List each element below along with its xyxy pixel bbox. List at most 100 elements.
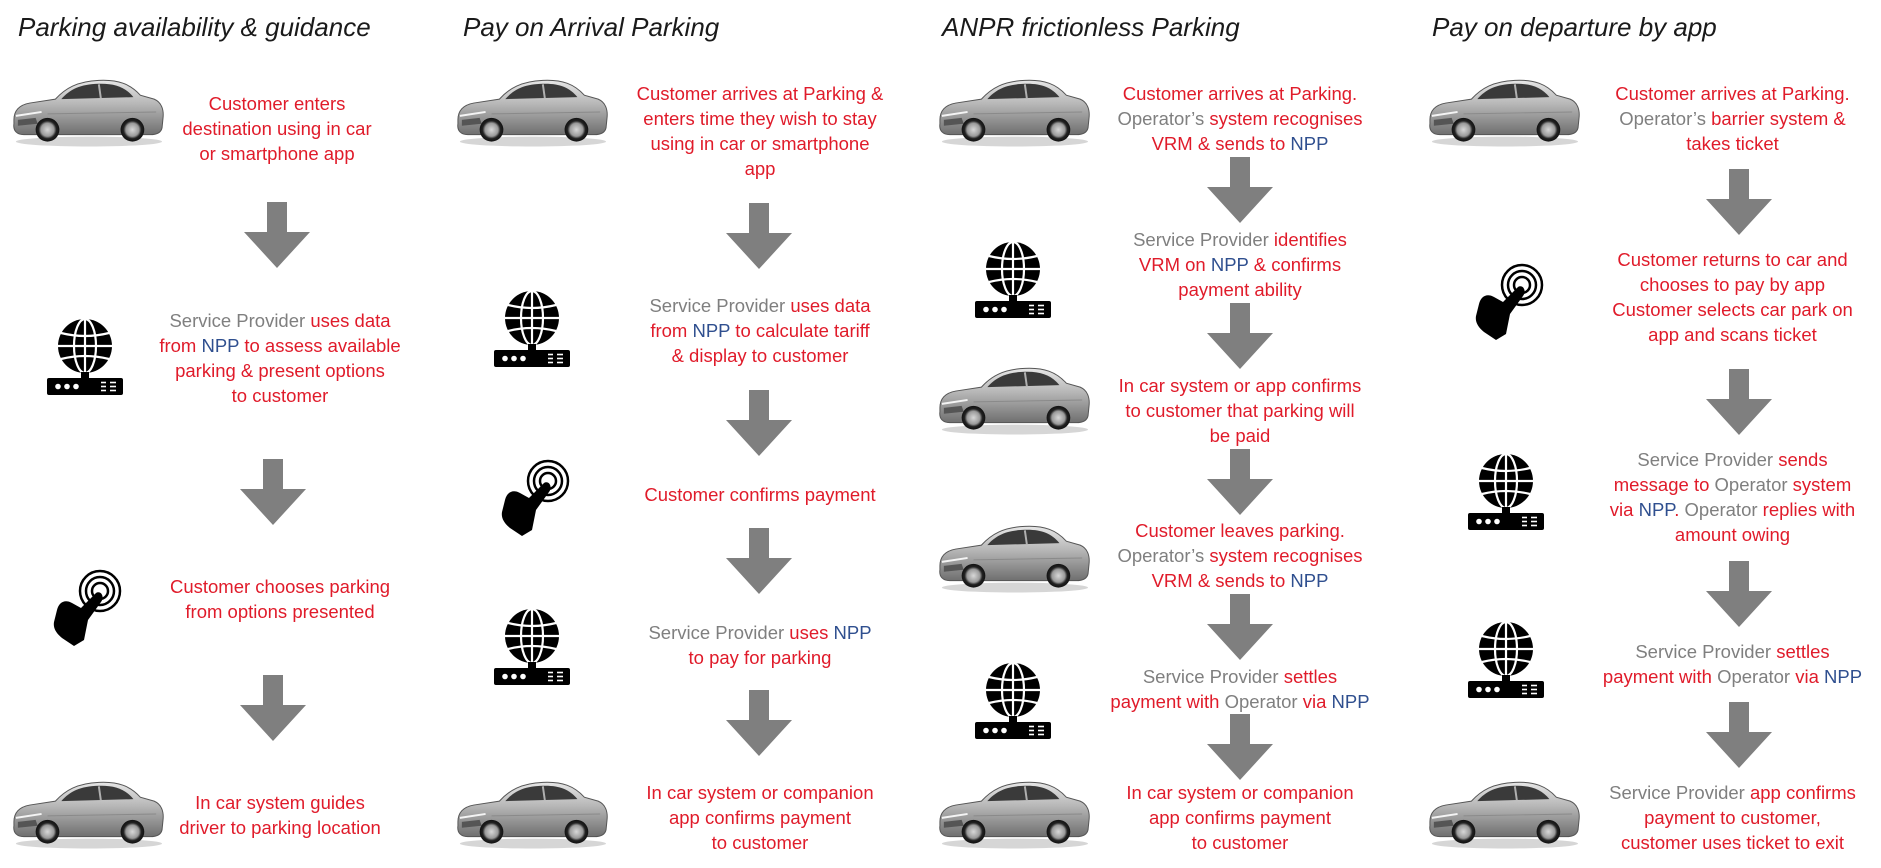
down-arrow-icon xyxy=(726,690,792,756)
step-text-segment: to assess available xyxy=(239,335,401,356)
step-line: Service Provider uses data xyxy=(625,293,895,318)
step-text: Customer arrives at Parking &enters time… xyxy=(625,81,895,181)
step-text-segment: NPP xyxy=(201,335,240,356)
down-arrow-icon xyxy=(1706,369,1772,435)
step-text: Customer leaves parking.Operator’s syste… xyxy=(1100,518,1380,593)
car-icon xyxy=(934,770,1092,850)
down-arrow-icon xyxy=(244,202,310,268)
step-text-segment: app confirms payment xyxy=(1148,807,1331,828)
step-text-segment: Service Provider xyxy=(649,295,791,316)
step-text-segment: or smartphone app xyxy=(199,143,355,164)
step-line: Operator’s barrier system & xyxy=(1590,106,1875,131)
step-text-segment: to customer that parking will xyxy=(1125,400,1355,421)
step-line: from NPP to calculate tariff xyxy=(625,318,895,343)
step-text-segment: from xyxy=(650,320,693,341)
step-line: amount owing xyxy=(1590,522,1875,547)
step-text-segment: to customer xyxy=(711,832,809,853)
down-arrow-icon xyxy=(1706,561,1772,627)
step-text-segment: VRM & sends to xyxy=(1151,133,1291,154)
step-text: In car system or companion app confirms p… xyxy=(1100,780,1380,855)
step-text-segment: app and scans ticket xyxy=(1648,324,1817,345)
step-line: app confirms payment xyxy=(1100,805,1380,830)
step-text-segment: uses data xyxy=(790,295,871,316)
step-line: & display to customer xyxy=(625,343,895,368)
step-text-segment: Operator’s xyxy=(1117,108,1210,129)
step-line: parking & present options xyxy=(155,358,405,383)
step-line: to pay for parking xyxy=(625,645,895,670)
step-text-segment: In car system guides xyxy=(195,792,365,813)
step-text-segment: payment with xyxy=(1602,666,1718,687)
car-icon xyxy=(1424,770,1582,850)
step-text-segment: In car system or companion xyxy=(646,782,874,803)
step-text-segment: via xyxy=(1790,666,1825,687)
step-line: app xyxy=(625,156,895,181)
step-text-segment: NPP xyxy=(1210,254,1249,275)
step-text-segment: Service Provider xyxy=(1637,449,1779,470)
step-text-segment: to customer xyxy=(231,385,329,406)
step-text-segment: NPP xyxy=(1331,691,1370,712)
step-line: Customer arrives at Parking. xyxy=(1590,81,1875,106)
step-text-segment: Operator xyxy=(1684,499,1758,520)
step-line: destination using in car xyxy=(152,116,402,141)
step-text-segment: customer uses ticket to exit xyxy=(1620,832,1845,853)
step-line: customer uses ticket to exit xyxy=(1590,830,1875,855)
step-text: In car system guides driver to parking lo… xyxy=(155,790,405,840)
step-text-segment: Service Provider xyxy=(1142,666,1284,687)
car-icon xyxy=(934,514,1092,594)
step-line: payment with Operator via NPP xyxy=(1590,664,1875,689)
step-line: app and scans ticket xyxy=(1590,322,1875,347)
column-title: Pay on Arrival Parking xyxy=(463,12,720,42)
step-text-segment: Customer arrives at Parking. xyxy=(1122,83,1358,104)
step-line: Service Provider settles xyxy=(1590,639,1875,664)
step-text-segment: using in car or smartphone xyxy=(650,133,870,154)
step-line: Service Provider settles xyxy=(1100,664,1380,689)
car-icon xyxy=(1424,68,1582,148)
step-text: Customer arrives at Parking.Operator’s b… xyxy=(1590,81,1875,156)
step-text-segment: to calculate tariff xyxy=(730,320,870,341)
step-text-segment: chooses to pay by app xyxy=(1639,274,1826,295)
step-text-segment: NPP xyxy=(1290,570,1329,591)
step-text-segment: driver to parking location xyxy=(179,817,381,838)
step-line: Customer confirms payment xyxy=(625,482,895,507)
step-line: message to Operator system xyxy=(1590,472,1875,497)
step-text-segment: Operator xyxy=(1714,474,1788,495)
step-text-segment: enters time they wish to stay xyxy=(643,108,877,129)
step-line: Service Provider uses data xyxy=(155,308,405,333)
column-anpr-frictionless: ANPR frictionless Parking Customer arriv… xyxy=(920,0,1410,868)
step-text-segment: Operator’s xyxy=(1117,545,1210,566)
step-text-segment: & confirms xyxy=(1248,254,1342,275)
step-text-segment: via xyxy=(1297,691,1332,712)
step-line: from NPP to assess available xyxy=(155,333,405,358)
step-text-segment: Customer chooses parking xyxy=(169,576,391,597)
down-arrow-icon xyxy=(1207,594,1273,660)
step-line: to customer xyxy=(625,830,895,855)
step-text-segment: parking & present options xyxy=(175,360,385,381)
step-text-segment: takes ticket xyxy=(1686,133,1779,154)
step-text-segment: via xyxy=(1609,499,1639,520)
step-text-segment: In car system or companion xyxy=(1126,782,1354,803)
touch-hand-icon xyxy=(492,458,572,538)
car-icon xyxy=(8,68,166,148)
down-arrow-icon xyxy=(1207,303,1273,369)
globe-server-icon xyxy=(1466,620,1546,700)
step-text-segment: Customer selects car park on xyxy=(1612,299,1853,320)
column-title: Pay on departure by app xyxy=(1432,12,1717,42)
step-text-segment: VRM on xyxy=(1138,254,1211,275)
down-arrow-icon xyxy=(1706,702,1772,768)
step-line: chooses to pay by app xyxy=(1590,272,1875,297)
step-text-segment: settles xyxy=(1776,641,1830,662)
down-arrow-icon xyxy=(726,390,792,456)
step-text-segment: Customer confirms payment xyxy=(644,484,876,505)
step-line: app confirms payment xyxy=(625,805,895,830)
step-text-segment: NPP xyxy=(1290,133,1329,154)
step-text-segment: payment to customer, xyxy=(1644,807,1821,828)
down-arrow-icon xyxy=(240,675,306,741)
step-text-segment: Operator xyxy=(1224,691,1298,712)
step-line: via NPP. Operator replies with xyxy=(1590,497,1875,522)
